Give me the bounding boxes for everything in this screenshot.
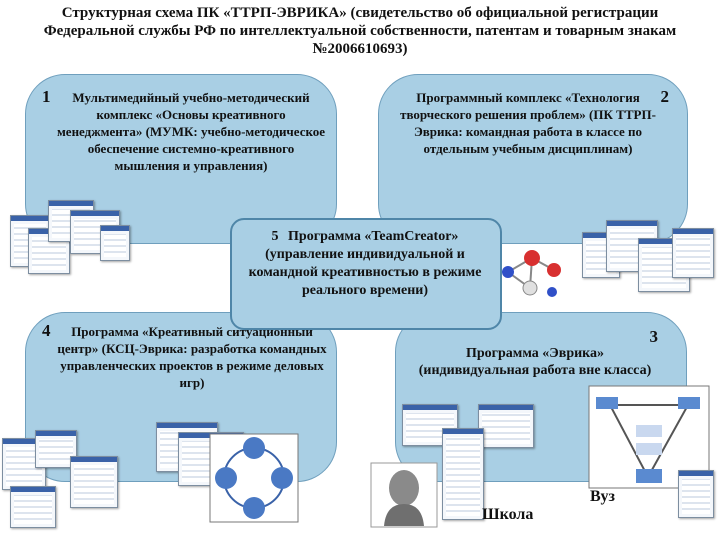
diagram-title: Структурная схема ПК «ТТРП-ЭВРИКА» (свид… xyxy=(43,5,677,57)
block-2-text: Программный комплекс «Технология творчес… xyxy=(400,90,656,156)
block-4-number: 4 xyxy=(42,321,51,340)
screenshot-thumbnail xyxy=(100,225,130,261)
screenshot-thumbnail xyxy=(606,220,658,272)
network-diagram-icon xyxy=(209,433,299,523)
screenshot-thumbnail xyxy=(672,228,714,278)
archimedes-bust-icon xyxy=(370,462,438,528)
school-label: Школа xyxy=(482,506,534,523)
screenshot-thumbnail xyxy=(442,428,484,520)
block-5: 5 Программа «TeamCreator» (управление ин… xyxy=(230,218,502,330)
block-5-description: Программа «TeamCreator» (управление инди… xyxy=(248,229,482,298)
block-3-text: Программа «Эврика» (индивидуальная работ… xyxy=(418,346,652,378)
block-4-text: Программа «Креативный ситуационный центр… xyxy=(57,324,327,390)
block-2-number: 2 xyxy=(660,87,670,106)
block-5-number: 5 xyxy=(271,229,279,244)
screenshot-thumbnail xyxy=(10,486,56,528)
block-3-number: 3 xyxy=(649,327,659,346)
block-5-text: 5 Программа «TeamCreator» (управление ин… xyxy=(240,228,490,300)
screenshot-thumbnail xyxy=(678,470,714,518)
screenshot-thumbnail xyxy=(478,404,534,448)
block-1-number: 1 xyxy=(42,87,51,106)
molecule-icon xyxy=(502,250,561,297)
screenshot-thumbnail xyxy=(70,456,118,508)
university-label: Вуз xyxy=(590,488,615,505)
block-2: 2 Программный комплекс «Технология творч… xyxy=(378,74,688,244)
screenshot-thumbnail xyxy=(35,430,77,468)
block-1-text: Мультимедийный учебно-методический компл… xyxy=(56,90,326,173)
